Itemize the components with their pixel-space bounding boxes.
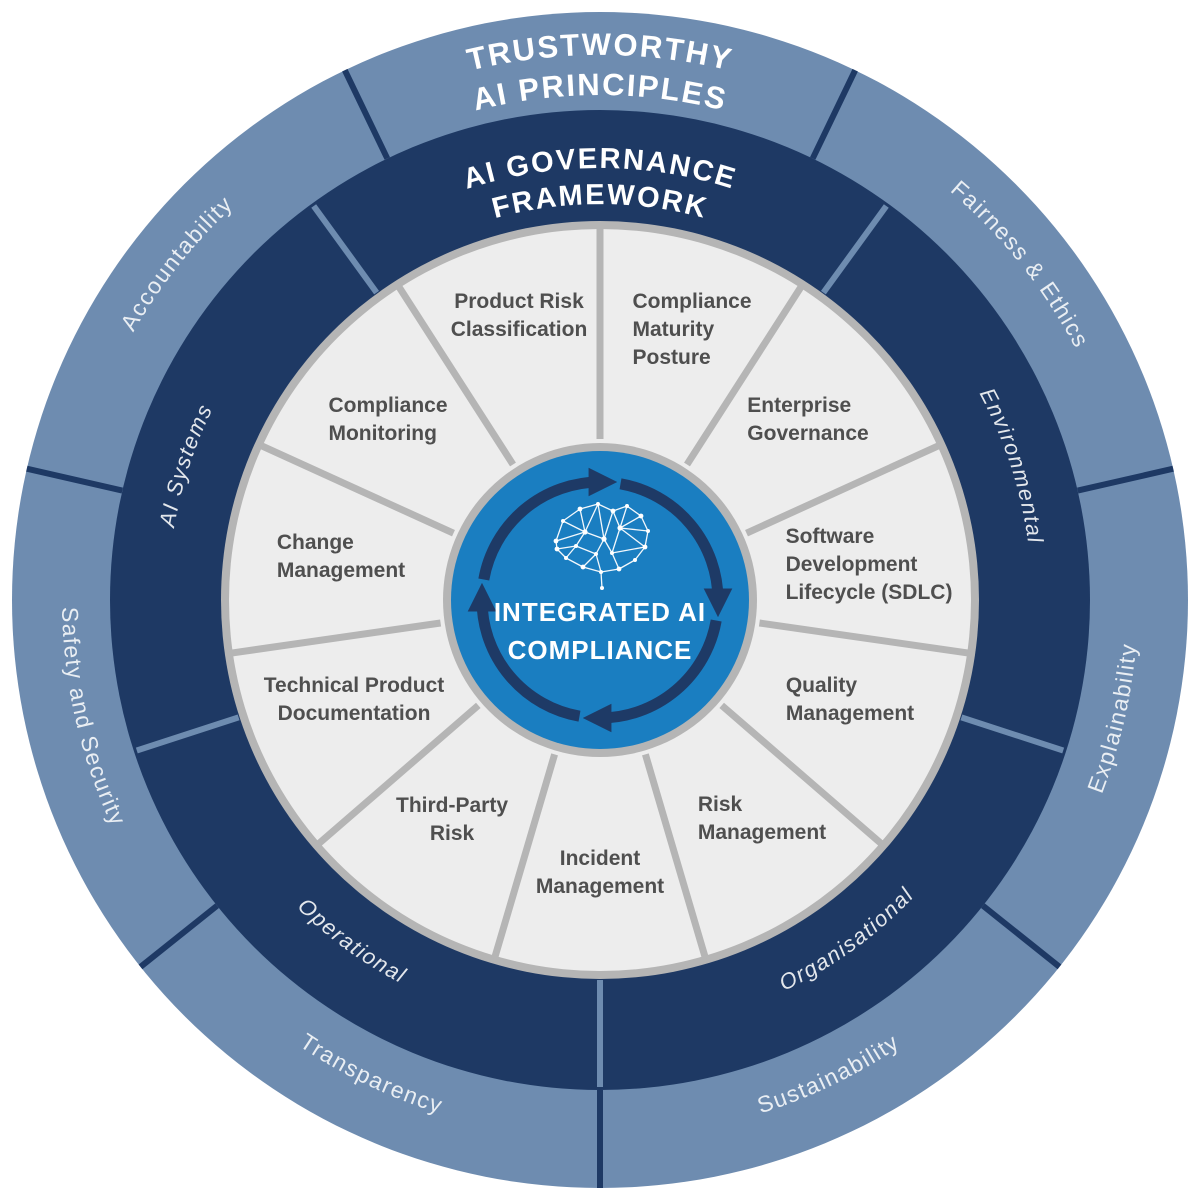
framework-ring-dividers bbox=[229, 226, 971, 960]
wedge-label-risk-management: Risk Management bbox=[697, 793, 827, 844]
hub-circle bbox=[451, 451, 749, 749]
hub-label-line1: INTEGRATED AI bbox=[494, 597, 706, 627]
wedge-label-quality-management: Quality Management bbox=[785, 674, 915, 725]
wedge-label-technical-product-documentation: Technical Product Documentation bbox=[263, 674, 445, 725]
wedge-label-incident-management: Incident Management bbox=[535, 847, 665, 898]
wedge-label-change-management: Change Management bbox=[276, 531, 406, 582]
cycle-arrows-icon bbox=[467, 467, 733, 733]
wedge-label-third-party-risk: Third-Party Risk bbox=[395, 794, 509, 845]
wedge-label-product-risk-classification: Product Risk Classification bbox=[450, 290, 588, 341]
wedge-label-enterprise-governance: Enterprise Governance bbox=[747, 394, 869, 445]
principles-ring-dividers bbox=[26, 68, 1174, 1188]
hub-label-line2: COMPLIANCE bbox=[508, 635, 693, 665]
brain-network-icon bbox=[553, 502, 650, 590]
wedge-label-compliance-monitoring: Compliance Monitoring bbox=[328, 394, 448, 445]
wedge-label-sdlc: Software Development Lifecycle (SDLC) bbox=[785, 525, 953, 604]
governance-ring-dividers bbox=[135, 204, 1065, 1087]
wedge-label-compliance-maturity-posture: Compliance Maturity Posture bbox=[632, 290, 752, 369]
